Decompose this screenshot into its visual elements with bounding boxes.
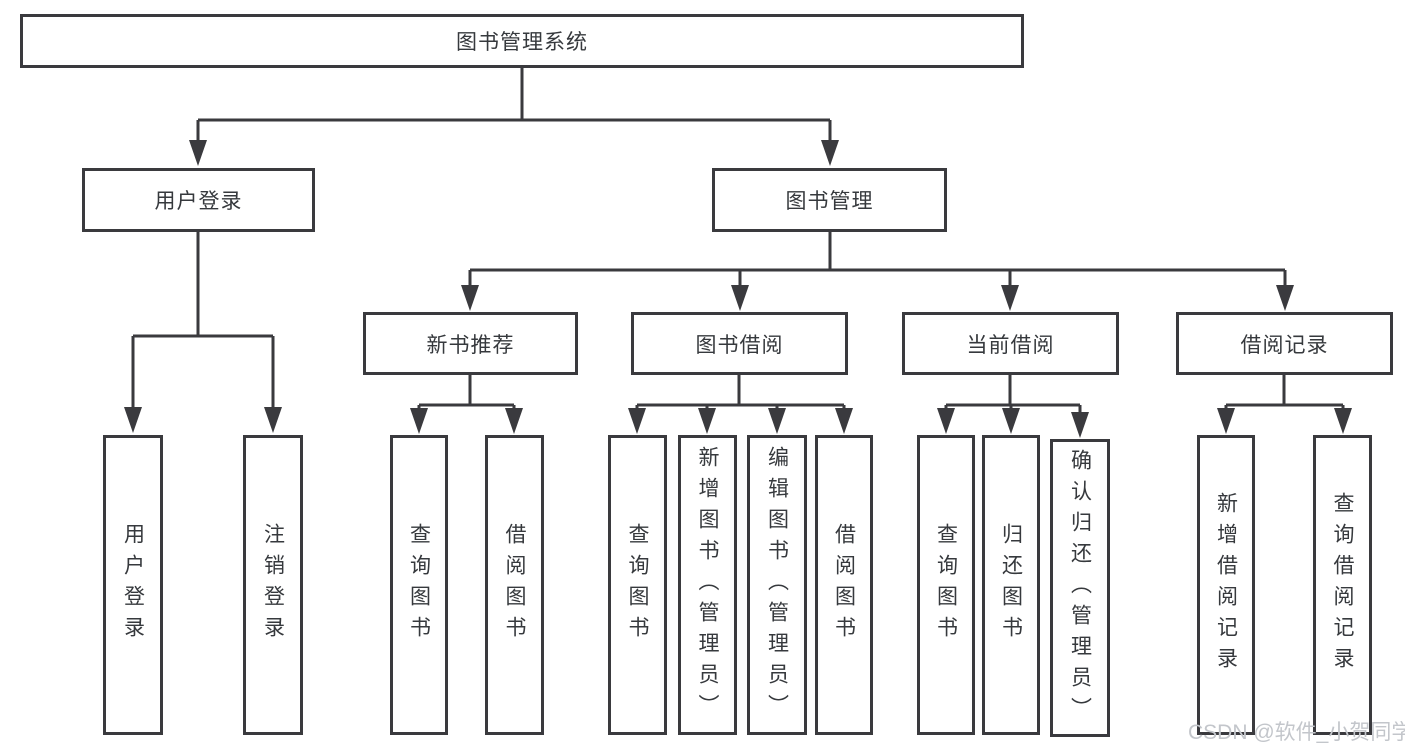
leaf-label: 注销登录 xyxy=(261,523,285,647)
leaf-label: 新增图书（管理员） xyxy=(696,445,719,725)
leaf-label: 确认归还（管理员） xyxy=(1068,448,1092,728)
leaf-label: 归还图书 xyxy=(999,523,1023,647)
leaf-query-books-recommend: 查询图书 xyxy=(390,435,448,735)
leaf-return-books: 归还图书 xyxy=(982,435,1040,735)
node-label: 借阅记录 xyxy=(1240,333,1329,357)
leaf-query-books-current: 查询图书 xyxy=(917,435,975,735)
leaf-label: 借阅图书 xyxy=(832,523,856,647)
node-new-book-recommendation: 新书推荐 xyxy=(363,312,578,375)
connector-paths xyxy=(131,68,1345,414)
node-label: 用户登录 xyxy=(154,190,243,213)
leaf-borrow-books-borrowing: 借阅图书 xyxy=(815,435,873,735)
leaf-label: 查询图书 xyxy=(934,523,958,647)
node-user-login: 用户登录 xyxy=(82,168,315,232)
node-label: 图书管理系统 xyxy=(456,31,588,54)
leaf-query-borrow-record: 查询借阅记录 xyxy=(1313,435,1372,735)
watermark: CSDN @软件_小贺同学 xyxy=(1188,721,1405,744)
leaf-label: 查询图书 xyxy=(626,523,649,647)
node-label: 新书推荐 xyxy=(426,333,515,357)
leaf-label: 用户登录 xyxy=(121,523,145,647)
node-label: 图书管理 xyxy=(785,190,874,213)
leaf-label: 查询借阅记录 xyxy=(1331,492,1354,678)
leaf-borrow-books-recommend: 借阅图书 xyxy=(485,435,544,735)
leaf-confirm-return-admin: 确认归还（管理员） xyxy=(1050,439,1110,737)
leaf-label: 查询图书 xyxy=(407,523,431,647)
arrowheads xyxy=(124,140,1352,438)
leaf-logout: 注销登录 xyxy=(243,435,303,735)
leaf-user-login: 用户登录 xyxy=(103,435,163,735)
leaf-edit-books-admin: 编辑图书（管理员） xyxy=(747,435,807,735)
node-borrowing-records: 借阅记录 xyxy=(1176,312,1393,375)
node-current-borrowing: 当前借阅 xyxy=(902,312,1119,375)
leaf-label: 新增借阅记录 xyxy=(1214,492,1238,678)
leaf-label: 编辑图书（管理员） xyxy=(765,445,789,725)
node-book-management: 图书管理 xyxy=(712,168,947,232)
node-label: 当前借阅 xyxy=(966,333,1055,357)
leaf-label: 借阅图书 xyxy=(503,523,526,647)
leaf-add-books-admin: 新增图书（管理员） xyxy=(678,435,737,735)
node-book-borrowing: 图书借阅 xyxy=(631,312,848,375)
leaf-add-borrow-record: 新增借阅记录 xyxy=(1197,435,1255,735)
node-label: 图书借阅 xyxy=(695,333,784,357)
node-library-management-system: 图书管理系统 xyxy=(20,14,1024,68)
leaf-query-books-borrowing: 查询图书 xyxy=(608,435,667,735)
